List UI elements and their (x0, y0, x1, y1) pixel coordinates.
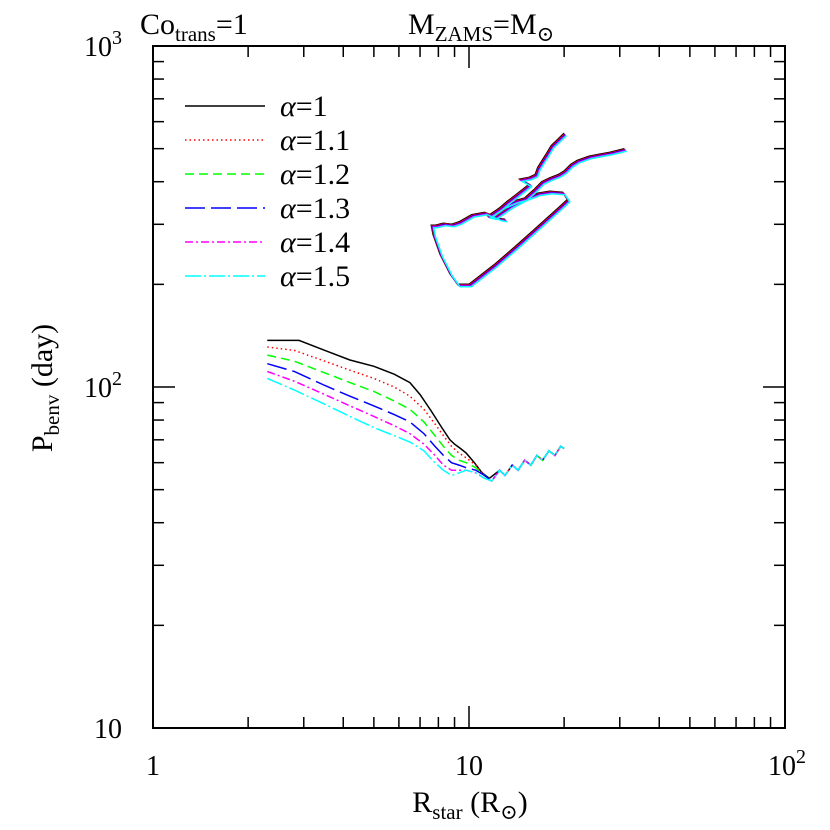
series-line-4 (267, 362, 565, 483)
legend-label-5: α=1.4 (280, 226, 350, 259)
legend-label-4: α=1.3 (280, 192, 350, 225)
y-tick-label: 103 (84, 27, 122, 63)
tick-labels: 1 10 102 10 102 103 (84, 27, 806, 782)
series-line-1 (267, 339, 565, 480)
legend-label-1: α=1 (280, 90, 328, 123)
chart-header: Cotrans=1 MZAMS=M⊙ (140, 8, 554, 46)
upper-track-1 (430, 147, 625, 286)
upper-track-5 (432, 150, 627, 288)
y-axis-label: Pbenv (day) (26, 324, 64, 452)
series-line-3 (267, 354, 565, 483)
legend-label-3: α=1.2 (280, 158, 350, 191)
upper-branch-5 (493, 135, 568, 217)
x-axis-label: Rstar (R⊙) (412, 786, 527, 824)
legend-label-6: α=1.5 (280, 260, 350, 293)
series-line-6 (267, 377, 565, 482)
y-tick-label: 102 (84, 368, 122, 404)
legend: α=1α=1.1α=1.2α=1.3α=1.4α=1.5 (185, 90, 350, 293)
y-tick-label: 10 (94, 714, 122, 745)
x-tick-label: 1 (146, 751, 160, 782)
legend-label-2: α=1.1 (280, 124, 350, 157)
x-tick-label: 102 (768, 746, 806, 782)
axis-ticks (153, 46, 785, 728)
header-left: Cotrans=1 (140, 8, 248, 46)
upper-track-4 (432, 149, 627, 287)
plot-frame (152, 45, 786, 729)
x-tick-label: 10 (455, 751, 483, 782)
plot-area (267, 132, 627, 483)
header-right: MZAMS=M⊙ (408, 8, 554, 46)
upper-track-2 (430, 148, 626, 286)
upper-track-3 (431, 149, 626, 287)
